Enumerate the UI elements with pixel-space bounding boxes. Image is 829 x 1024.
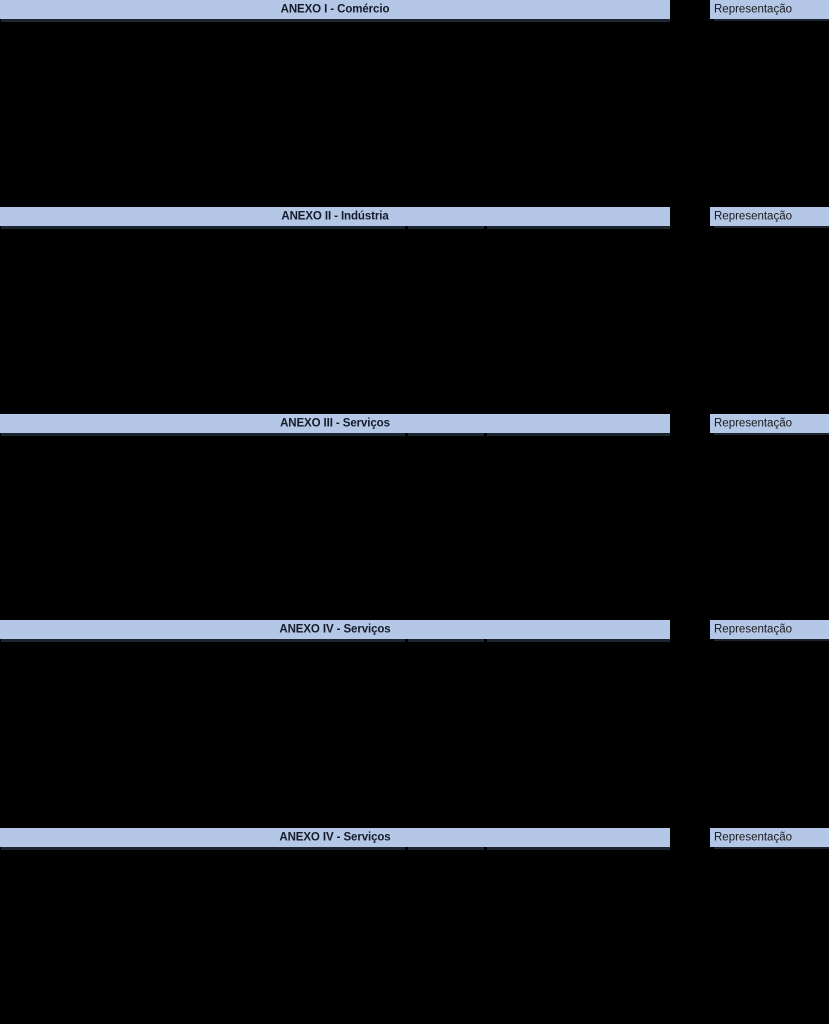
representation-label: Representação [714, 830, 792, 843]
annex-title: ANEXO III - Serviços [280, 416, 390, 429]
annex-body [0, 642, 829, 828]
annex-title-rule [1, 847, 670, 850]
representation-label: Representação [714, 209, 792, 222]
annex-section: ANEXO IV - Serviços Representação [0, 620, 829, 642]
annex-title-rule [1, 433, 670, 436]
annex-title-rule [1, 19, 670, 22]
annex-title-bar: ANEXO IV - Serviços [0, 620, 670, 639]
annex-title: ANEXO IV - Serviços [279, 830, 391, 843]
representation-cell: Representação [710, 0, 829, 19]
representation-cell: Representação [710, 414, 829, 433]
annex-title-bar: ANEXO IV - Serviços [0, 828, 670, 847]
annex-section: ANEXO I - Comércio Representação [0, 0, 829, 22]
column-divider-notch [405, 433, 408, 436]
representation-rule [714, 847, 829, 849]
annex-title-bar: ANEXO I - Comércio [0, 0, 670, 19]
annex-title-rule [1, 226, 670, 229]
annex-title-bar: ANEXO III - Serviços [0, 414, 670, 433]
annex-body [0, 436, 829, 620]
column-divider-notch [405, 226, 408, 229]
annex-title: ANEXO II - Indústria [281, 209, 389, 222]
column-divider-notch [484, 847, 487, 850]
annex-title: ANEXO IV - Serviços [279, 622, 391, 635]
column-divider-notch [405, 639, 408, 642]
annex-body [0, 850, 829, 1024]
annex-title: ANEXO I - Comércio [280, 2, 390, 15]
column-divider-notch [484, 639, 487, 642]
representation-cell: Representação [710, 207, 829, 226]
annex-title-rule [1, 639, 670, 642]
annex-section: ANEXO III - Serviços Representação [0, 414, 829, 436]
annex-section: ANEXO II - Indústria Representação [0, 207, 829, 229]
annex-section: ANEXO IV - Serviços Representação [0, 828, 829, 850]
representation-cell: Representação [710, 620, 829, 639]
representation-rule [714, 639, 829, 641]
annex-body [0, 229, 829, 414]
column-divider-notch [484, 433, 487, 436]
representation-label: Representação [714, 416, 792, 429]
representation-cell: Representação [710, 828, 829, 847]
representation-rule [714, 19, 829, 21]
representation-rule [714, 433, 829, 435]
annex-title-bar: ANEXO II - Indústria [0, 207, 670, 226]
representation-label: Representação [714, 2, 792, 15]
representation-label: Representação [714, 622, 792, 635]
annex-body [0, 22, 829, 207]
representation-rule [714, 226, 829, 228]
column-divider-notch [405, 847, 408, 850]
column-divider-notch [484, 226, 487, 229]
